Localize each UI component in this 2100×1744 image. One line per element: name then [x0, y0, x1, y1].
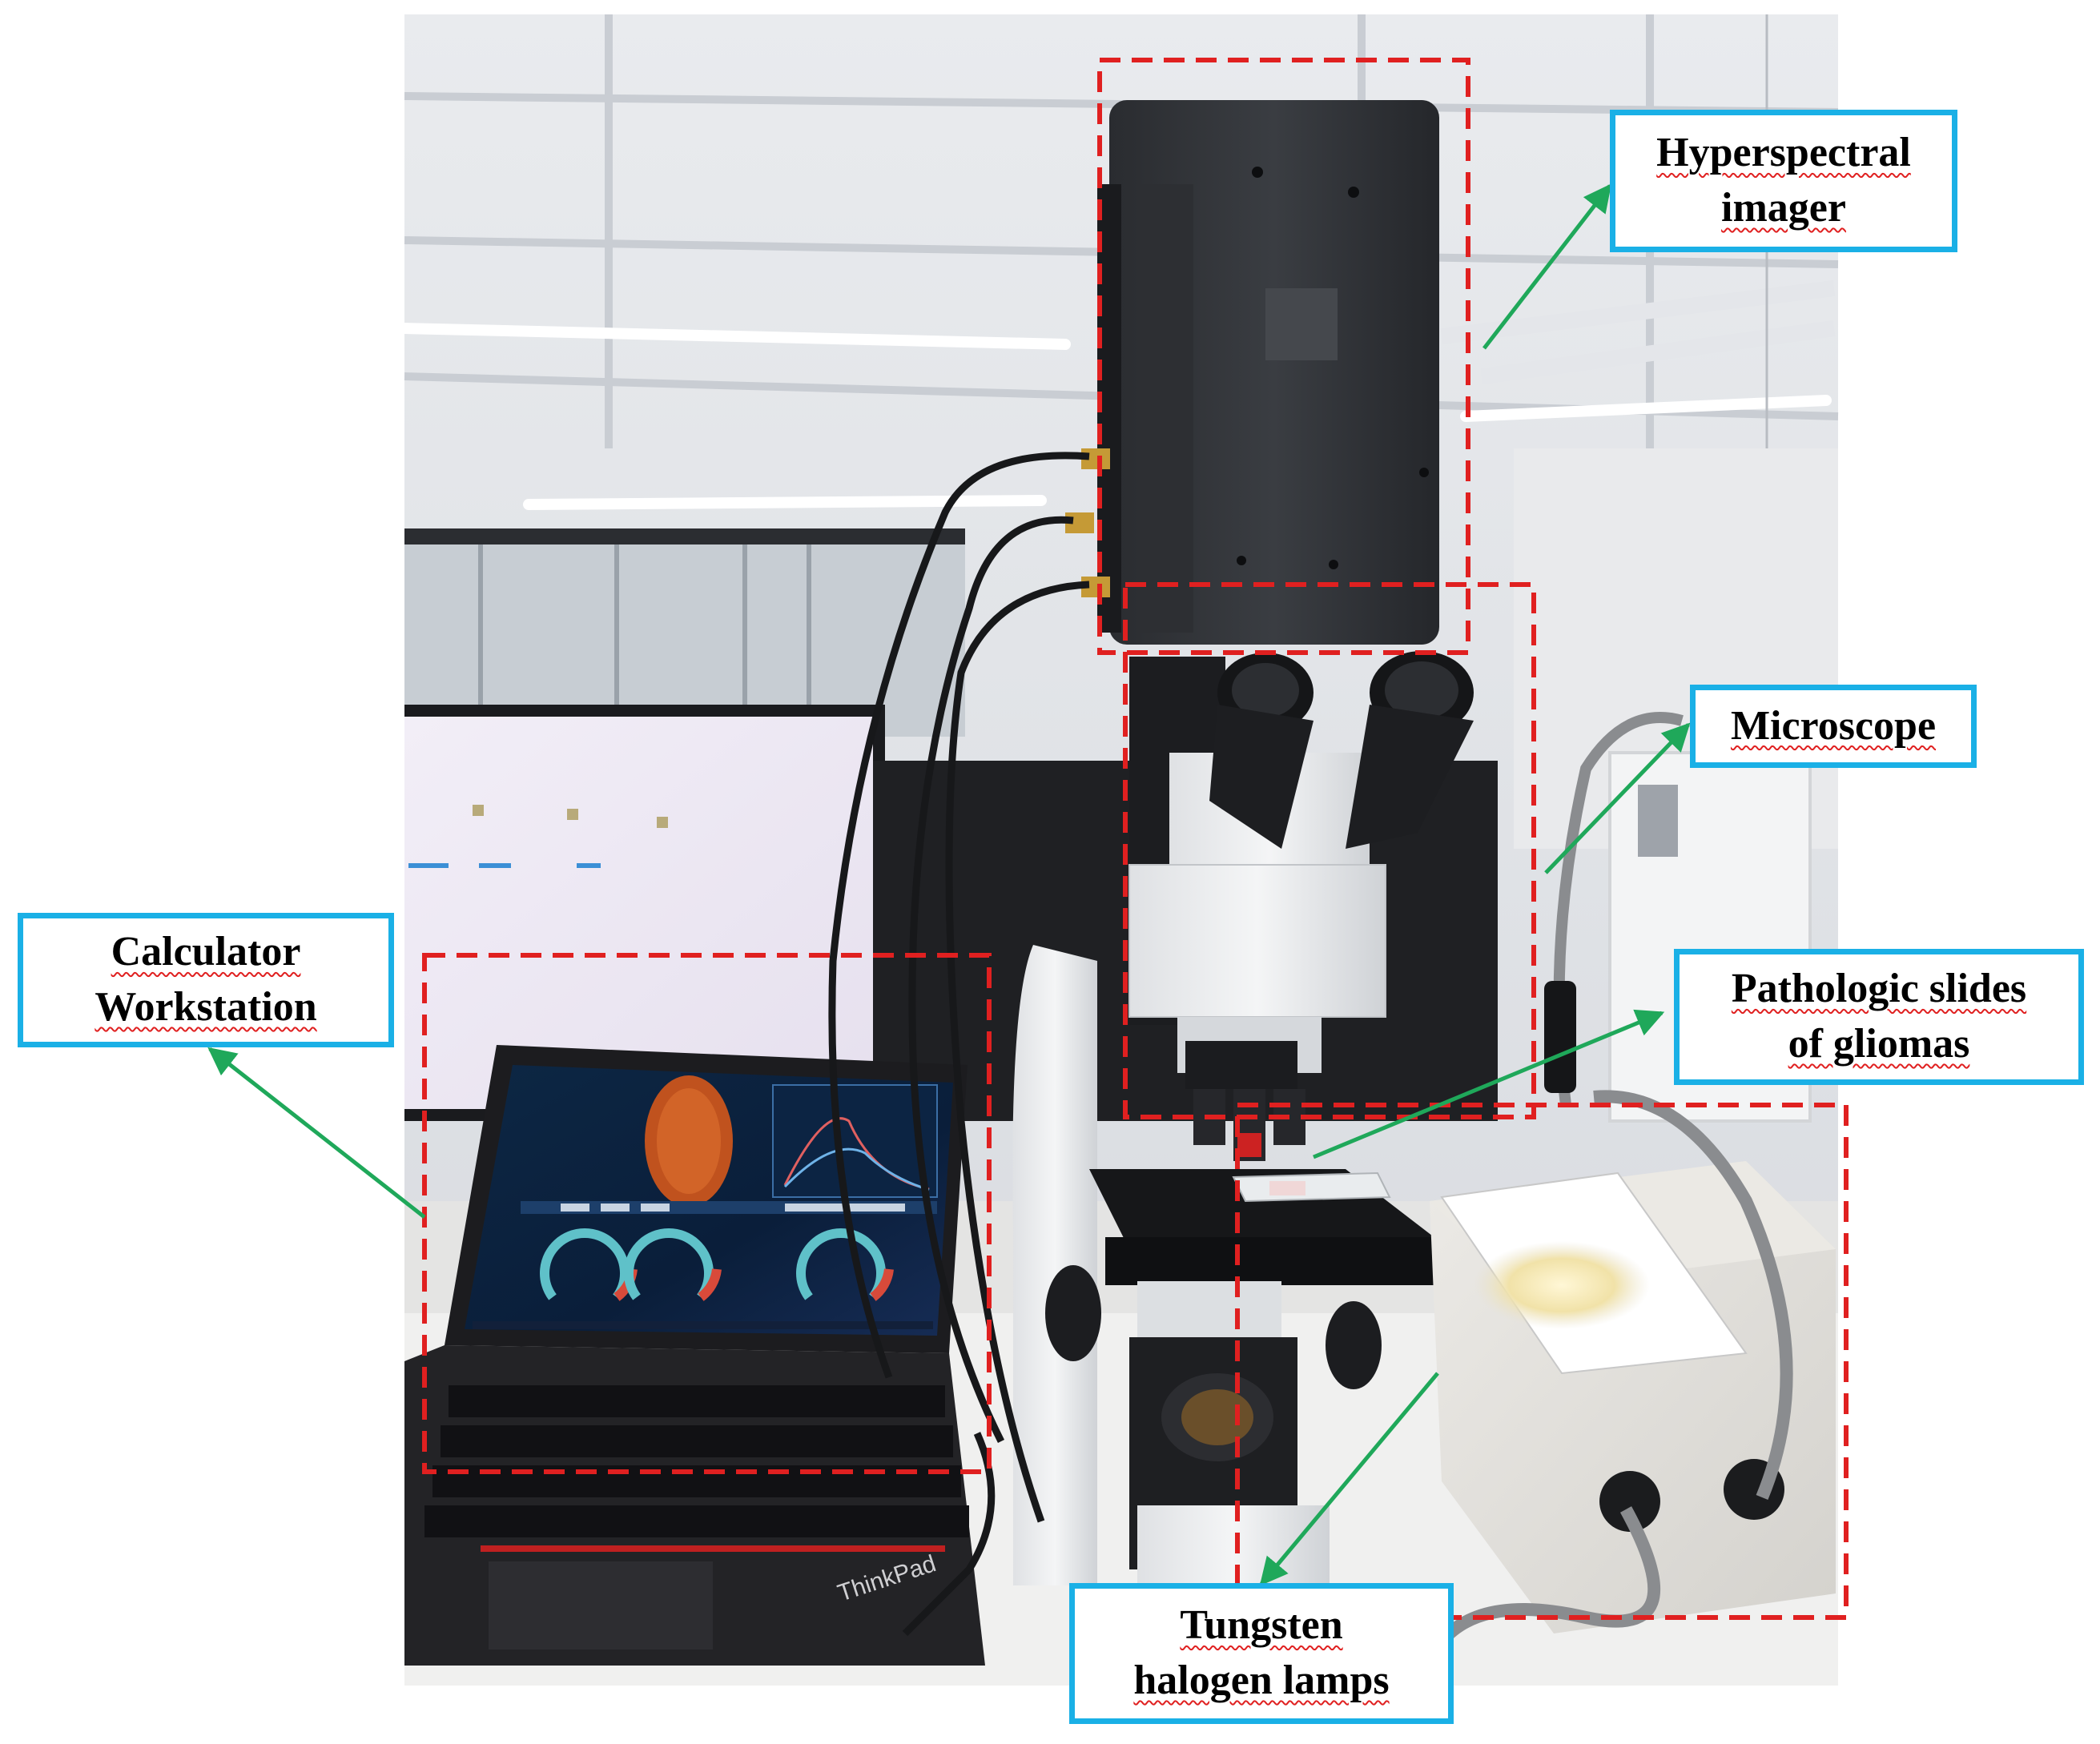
region-microscope	[1123, 582, 1536, 1119]
callout-calculator-workstation: Calculator Workstation	[18, 913, 394, 1047]
callout-tungsten-line-1: Tungsten	[1180, 1602, 1343, 1649]
callout-pathologic-slides: Pathologic slides of gliomas	[1674, 949, 2084, 1085]
callout-tungsten-line-2: halogen lamps	[1133, 1658, 1390, 1703]
halogen-light-source	[1419, 712, 1836, 1684]
callout-pathologic-line-2: of gliomas	[1788, 1021, 1970, 1067]
callout-hyperspectral-line-2: imager	[1721, 185, 1846, 231]
laptop-screen-dashboard	[473, 1075, 938, 1329]
callout-arrows	[207, 183, 1691, 1586]
arrow-microscope	[1544, 722, 1691, 874]
callout-hyperspectral-line-1: Hyperspectral	[1656, 130, 1911, 176]
microscope-eyepieces	[1209, 651, 1474, 849]
laptop: ThinkPad	[404, 1045, 985, 1666]
callout-microscope-line-1: Microscope	[1730, 702, 1937, 749]
callout-hyperspectral-imager: Hyperspectral imager	[1610, 110, 1957, 252]
arrow-pathologic	[1313, 1009, 1665, 1159]
arrow-tungsten	[1259, 1372, 1439, 1586]
microscope	[1012, 651, 1474, 1642]
callout-tungsten-halogen-lamps: Tungsten halogen lamps	[1069, 1583, 1454, 1724]
region-calculator-workstation	[422, 953, 992, 1474]
callout-calculator-line-2: Workstation	[95, 984, 317, 1030]
region-outlines	[422, 58, 1849, 1620]
glioma-slide	[1232, 1171, 1391, 1203]
callout-microscope: Microscope	[1690, 685, 1977, 768]
callout-calculator-line-1: Calculator	[111, 929, 301, 975]
region-slides-and-lamps	[1235, 1103, 1849, 1620]
arrow-calculator	[207, 1047, 426, 1219]
callout-pathologic-line-1: Pathologic slides	[1731, 966, 2027, 1012]
camera-cables	[828, 452, 1090, 1637]
arrow-hyperspectral	[1482, 183, 1612, 350]
hyperspectral-camera	[1065, 100, 1439, 645]
